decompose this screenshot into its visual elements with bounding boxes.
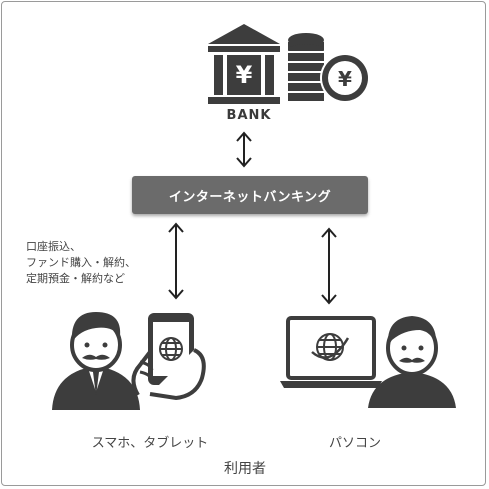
- users-label: 利用者: [224, 461, 266, 477]
- coin-yen-symbol: ¥: [338, 67, 352, 91]
- arrow-ib-to-pc: [321, 227, 337, 305]
- services-note-line: 口座振込、: [26, 240, 81, 253]
- yen-coin-icon: [320, 53, 370, 103]
- arrow-ib-to-smartphone: [168, 222, 184, 300]
- smartphone-caption: スマホ、タブレット: [91, 436, 209, 451]
- services-note: 口座振込、 ファンド購入・解約、 定期預金・解約など: [26, 239, 166, 287]
- services-note-line: 定期預金・解約など: [26, 272, 125, 285]
- globe-icon-phone: [159, 337, 183, 361]
- globe-icon-laptop: [311, 333, 350, 361]
- person-icon-right: [368, 316, 456, 408]
- smartphone-icon: [131, 313, 206, 401]
- coin-stack-icon: [288, 33, 324, 101]
- internet-banking-label: インターネットバンキング: [168, 189, 332, 205]
- services-note-line: ファンド購入・解約、: [26, 256, 136, 269]
- internet-banking-box: インターネットバンキング: [132, 176, 368, 214]
- arrow-bank-to-ib: [236, 131, 252, 168]
- bank-yen-symbol: ¥: [236, 61, 253, 89]
- bank-building-icon: [208, 24, 280, 104]
- bank-label: BANK: [226, 108, 272, 123]
- pc-caption: パソコン: [328, 436, 381, 451]
- businessman-icon: [52, 312, 140, 410]
